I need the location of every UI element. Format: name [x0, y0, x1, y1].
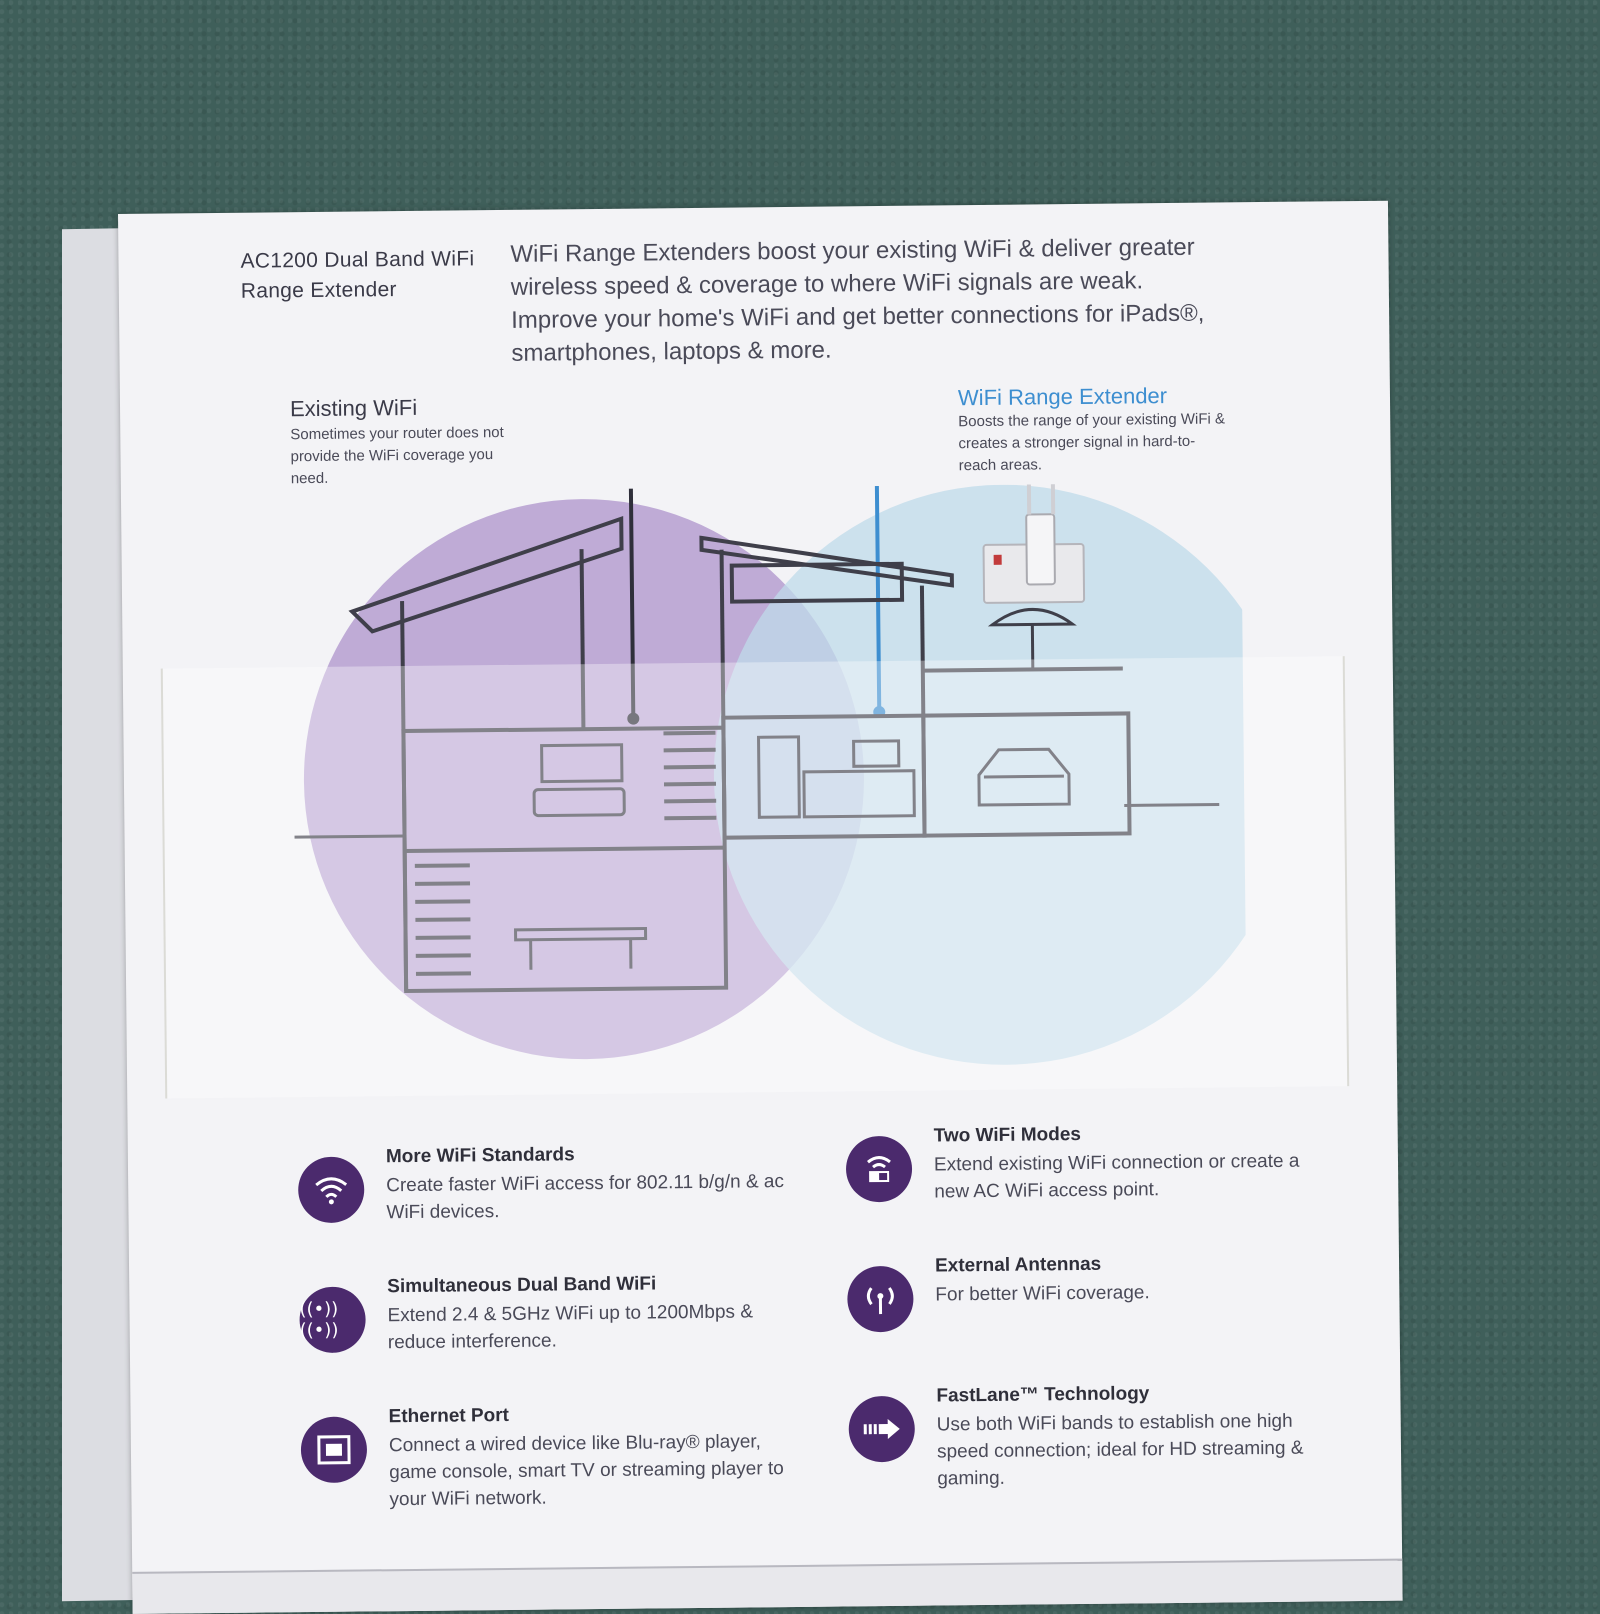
feature-desc: Create faster WiFi access for 802.11 b/g… — [386, 1168, 787, 1226]
feature-ethernet-port: Ethernet Port Connect a wired device lik… — [301, 1412, 761, 1417]
feature-desc: For better WiFi coverage. — [935, 1277, 1335, 1308]
intro-text: WiFi Range Extenders boost your existing… — [510, 230, 1231, 370]
feature-title: Ethernet Port — [388, 1405, 509, 1428]
feature-dual-band: ((•))((•)) Simultaneous Dual Band WiFi E… — [299, 1282, 759, 1287]
feature-two-wifi-modes: Two WiFi Modes Extend existing WiFi conn… — [846, 1132, 1306, 1137]
packing-tape — [161, 656, 1349, 1098]
box-back-panel: AC1200 Dual Band WiFi Range Extender WiF… — [118, 201, 1403, 1614]
feature-desc: Extend 2.4 & 5GHz WiFi up to 1200Mbps & … — [387, 1298, 788, 1356]
product-name: AC1200 Dual Band WiFi Range Extender — [240, 244, 491, 307]
feature-external-antennas: External Antennas For better WiFi covera… — [847, 1262, 1307, 1267]
ethernet-port-icon — [301, 1416, 368, 1483]
existing-wifi-title: Existing WiFi — [290, 395, 417, 422]
feature-title: Two WiFi Modes — [934, 1124, 1081, 1148]
feature-title: FastLane™ Technology — [936, 1383, 1149, 1407]
feature-title: Simultaneous Dual Band WiFi — [387, 1273, 656, 1298]
feature-fastlane: FastLane™ Technology Use both WiFi bands… — [848, 1392, 1308, 1397]
range-extender-desc: Boosts the range of your existing WiFi &… — [958, 408, 1229, 477]
range-extender-title: WiFi Range Extender — [958, 383, 1167, 411]
box-bottom-edge — [132, 1559, 1402, 1614]
antenna-icon — [847, 1266, 914, 1333]
wifi-icon — [298, 1156, 365, 1223]
dual-band-icon: ((•))((•)) — [299, 1286, 366, 1353]
feature-more-wifi-standards: More WiFi Standards Create faster WiFi a… — [298, 1152, 758, 1157]
existing-wifi-desc: Sometimes your router does not provide t… — [290, 422, 511, 490]
wifi-modes-icon — [846, 1136, 913, 1203]
feature-desc: Use both WiFi bands to establish one hig… — [937, 1407, 1338, 1492]
feature-desc: Connect a wired device like Blu-ray® pla… — [389, 1428, 790, 1513]
feature-title: External Antennas — [935, 1254, 1101, 1278]
feature-desc: Extend existing WiFi connection or creat… — [934, 1147, 1335, 1205]
fastlane-arrow-icon — [848, 1396, 915, 1463]
feature-title: More WiFi Standards — [386, 1144, 575, 1168]
